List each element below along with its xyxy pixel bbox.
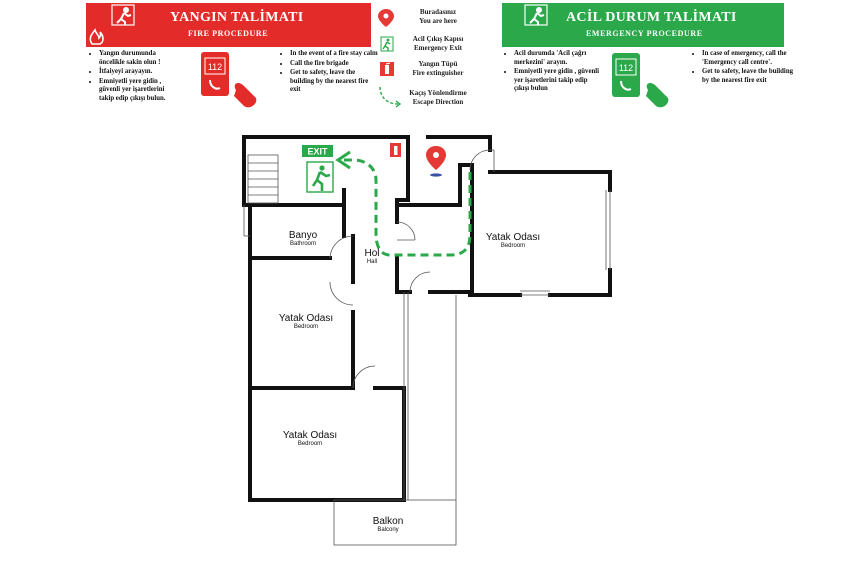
emergency-exit-icon (380, 36, 394, 52)
room-name-en: Bedroom (293, 324, 319, 330)
phone-112-label: 112 (619, 63, 633, 73)
list-item: In case of emergency, call the 'Emergenc… (702, 50, 797, 67)
legend-you-are-here-tr: Buradasınız (419, 8, 457, 16)
room-name: Yatak Odası (282, 430, 338, 441)
room-name-en: Balcony (377, 527, 399, 533)
room-name-en: Hall (366, 259, 378, 265)
list-item: Emniyetli yere gidin , güvenli yer işare… (99, 78, 179, 104)
list-item: Yangın durumunda öncelikle sakin olun ! (99, 50, 179, 67)
legend-fire-extinguisher: Yangın Tüpü Fire extinguisher (398, 60, 478, 78)
legend-escape-direction-tr: Kaçış Yönlendirme (409, 89, 467, 97)
fire-instructions-tr: Yangın durumunda öncelikle sakin olun ! … (90, 50, 179, 105)
room-name: Yatak Odası (485, 232, 541, 243)
legend-emergency-exit-tr: Acil Çıkış Kapısı (412, 35, 464, 43)
room-label-banyo: Banyo Bathroom (268, 230, 338, 247)
room-name: Banyo (288, 230, 318, 241)
fire-extinguisher-icon (390, 143, 401, 157)
room-label-yatak-odasi-bottom: Yatak Odası Bedroom (272, 430, 348, 447)
room-label-balkon: Balkon Balcony (358, 516, 418, 533)
list-item: Emniyetli yere gidin , güvenli yer işare… (514, 68, 602, 94)
list-item: Get to safety, leave the building by the… (290, 69, 380, 95)
emergency-procedure-title: ACİL DURUM TALİMATI (566, 10, 737, 25)
emergency-exit-icon (306, 161, 334, 193)
exit-sign-label: EXIT (307, 147, 328, 157)
phone-112-label: 112 (208, 62, 222, 72)
list-item: In the event of a fire stay calm (290, 50, 380, 59)
fire-procedure-subtitle: FIRE PROCEDURE (188, 29, 269, 38)
escape-direction-arrow-icon (379, 86, 402, 108)
room-name: Balkon (372, 516, 404, 527)
list-item: Call the fire brigade (290, 60, 380, 69)
legend-fire-extinguisher-tr: Yangın Tüpü (418, 60, 458, 68)
emergency-procedure-banner: ACİL DURUM TALİMATI EMERGENCY PROCEDURE (502, 3, 784, 47)
legend-emergency-exit: Acil Çıkış Kapısı Emergency Exit (398, 35, 478, 53)
list-item: Get to safety, leave the building by the… (702, 68, 797, 85)
legend-fire-extinguisher-en: Fire extinguisher (412, 69, 464, 77)
emergency-procedure-subtitle: EMERGENCY PROCEDURE (586, 29, 703, 38)
running-man-icon (111, 4, 135, 26)
emergency-instructions-en: In case of emergency, call the 'Emergenc… (693, 50, 797, 86)
escape-route (344, 158, 472, 257)
legend-you-are-here-en: You are here (419, 17, 457, 25)
emergency-instructions-tr: Acil durumda 'Acil çağrı merkezini' aray… (505, 50, 602, 95)
room-name-en: Bathroom (289, 241, 316, 247)
fire-icon (89, 28, 104, 45)
exit-sign: EXIT (302, 145, 333, 157)
room-name-en: Bedroom (500, 243, 526, 249)
room-name: Hol (364, 248, 380, 259)
list-item: İtfaiyeyi arayayın. (99, 68, 179, 77)
phone-112-icon: 112 (612, 53, 669, 108)
room-label-yatak-odasi-right: Yatak Odası Bedroom (477, 232, 549, 249)
location-pin-icon (378, 9, 394, 27)
room-name-en: Bedroom (297, 441, 323, 447)
location-pin-icon (426, 146, 446, 177)
fire-instructions-en: In the event of a fire stay calm Call th… (281, 50, 380, 96)
room-label-hol: Hol Hall (358, 248, 386, 265)
legend-escape-direction-en: Escape Direction (412, 98, 464, 106)
escape-route-arrowhead (335, 150, 351, 170)
room-label-yatak-odasi-middle: Yatak Odası Bedroom (268, 313, 344, 330)
legend-escape-direction: Kaçış Yönlendirme Escape Direction (398, 89, 478, 107)
fire-extinguisher-icon (380, 62, 394, 76)
room-name: Yatak Odası (278, 313, 334, 324)
list-item: Acil durumda 'Acil çağrı merkezini' aray… (514, 50, 602, 67)
running-man-icon (524, 4, 548, 26)
legend-emergency-exit-en: Emergency Exit (413, 44, 462, 52)
floor-plan-thin-lines (243, 149, 611, 546)
fire-procedure-title: YANGIN TALİMATI (170, 10, 304, 25)
phone-112-icon: 112 (201, 52, 257, 108)
legend-you-are-here: Buradasınız You are here (398, 8, 478, 26)
